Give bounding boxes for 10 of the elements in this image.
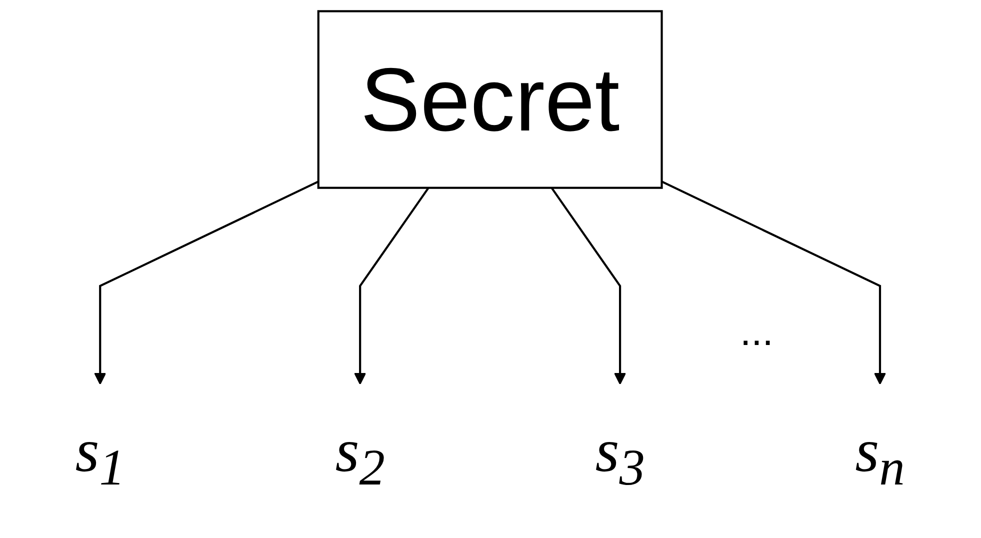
- arrow: [94, 180, 320, 385]
- node-text: s$_{n}$: [856, 416, 906, 496]
- arrow: [354, 187, 430, 385]
- ellipsis-text: ...: [740, 310, 774, 355]
- node-text: s$_{1}$: [76, 416, 126, 496]
- node-box: Secret: [318, 10, 664, 189]
- node-text: s$_{2}$: [336, 416, 386, 496]
- node-text: s$_{3}$: [596, 416, 646, 496]
- arrow: [551, 187, 627, 385]
- arrow: [662, 180, 887, 385]
